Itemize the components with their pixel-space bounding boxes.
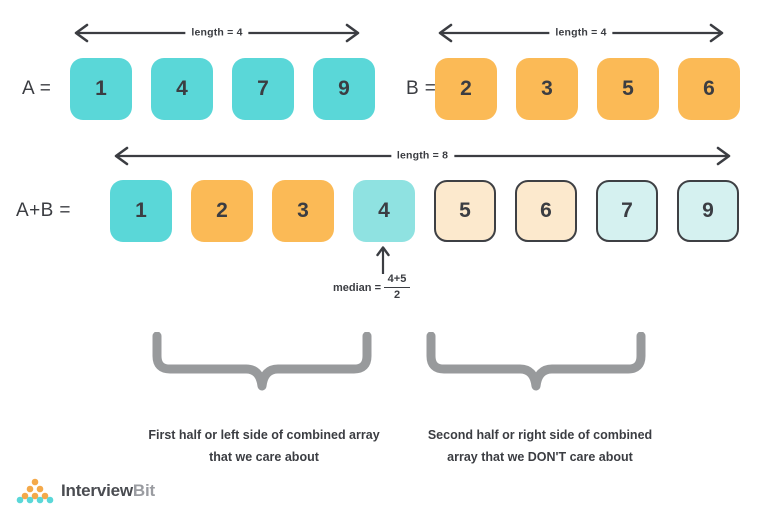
array-a-cell: 1: [70, 58, 132, 120]
array-a-cell: 7: [232, 58, 294, 120]
median-pointer-arrow-icon: [376, 246, 390, 274]
array-combined-label: A+B =: [16, 200, 71, 221]
array-combined-cell: 3: [272, 180, 334, 242]
median-numerator: 4+5: [387, 273, 407, 285]
logo-word-interview: Interview: [61, 481, 133, 500]
array-b-cell: 5: [597, 58, 659, 120]
array-a-label: A =: [22, 78, 52, 99]
fraction-bar: [384, 286, 410, 289]
median-formula: median = 4+5 2: [333, 273, 410, 302]
array-combined-cell-median: 4: [353, 180, 415, 242]
right-half-caption: Second half or right side of combined ar…: [427, 428, 653, 464]
array-combined-cell: 1: [110, 180, 172, 242]
interviewbit-triangle-dots-icon: [16, 478, 54, 504]
array-combined-length-arrow: length = 8: [110, 143, 735, 169]
array-combined-cell: 7: [596, 180, 658, 242]
array-combined-cell: 9: [677, 180, 739, 242]
array-a-cell: 4: [151, 58, 213, 120]
array-b-cell: 2: [435, 58, 497, 120]
array-a-length-arrow: length = 4: [70, 20, 364, 46]
array-b-label: B =: [406, 78, 437, 99]
array-combined-cell: 2: [191, 180, 253, 242]
array-combined-length-caption: length = 8: [390, 149, 455, 162]
right-half-brace-icon: [426, 332, 646, 391]
median-label: median =: [333, 281, 381, 294]
array-b-cell: 6: [678, 58, 740, 120]
median-denominator: 2: [393, 289, 401, 302]
array-a-length-caption: length = 4: [185, 26, 249, 39]
logo-word-bit: Bit: [132, 481, 155, 500]
left-half-caption: First half or left side of combined arra…: [148, 428, 380, 464]
median-fraction: 4+5 2: [384, 273, 410, 302]
array-b-length-arrow: length = 4: [434, 20, 728, 46]
array-b-length-caption: length = 4: [549, 26, 613, 39]
array-a-cell: 9: [313, 58, 375, 120]
array-combined-cell: 5: [434, 180, 496, 242]
array-combined-cell: 6: [515, 180, 577, 242]
interviewbit-logo: InterviewBit: [14, 478, 155, 504]
interviewbit-wordmark: InterviewBit: [61, 481, 155, 501]
array-b-cell: 3: [516, 58, 578, 120]
left-half-brace-icon: [152, 332, 372, 391]
